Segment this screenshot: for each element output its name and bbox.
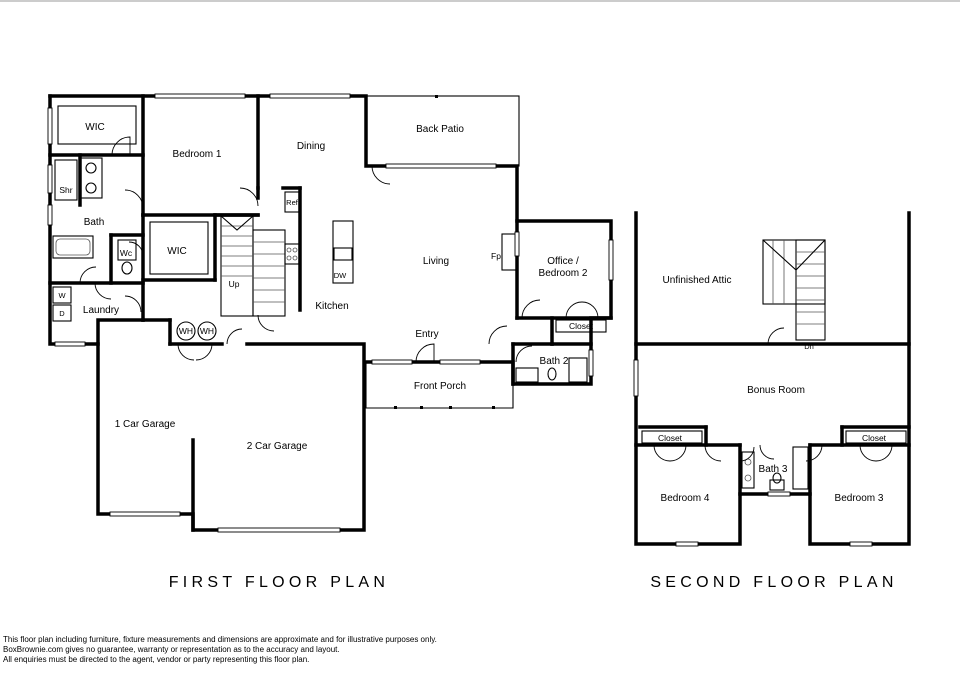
label-wic-mid: WIC: [167, 246, 186, 257]
label-dishwasher: DW: [334, 271, 347, 280]
disclaimer-line: BoxBrownie.com gives no guarantee, warra…: [3, 645, 340, 655]
label-laundry: Laundry: [83, 305, 119, 316]
first-floor-plan: WIC Bedroom 1 Dining Back Patio Shr Bath…: [47, 93, 614, 591]
label-1-car-garage: 1 Car Garage: [115, 419, 176, 430]
label-office: Office /: [547, 256, 579, 267]
disclaimer-line: This floor plan including furniture, fix…: [3, 635, 437, 644]
label-bedroom-2: Bedroom 2: [539, 268, 588, 279]
label-front-porch: Front Porch: [414, 381, 466, 392]
label-back-patio: Back Patio: [416, 124, 464, 135]
second-floor-plan: Unfinished Attic Dn Bonus Room Closet Cl…: [633, 211, 911, 591]
label-dryer: D: [59, 309, 65, 318]
first-floor-title: FIRST FLOOR PLAN: [169, 574, 390, 591]
label-bath-3: Bath 3: [759, 464, 788, 475]
label-bath: Bath: [84, 217, 105, 228]
label-water-heater-1: WH: [179, 326, 193, 336]
label-wic-top: WIC: [85, 122, 104, 133]
label-living: Living: [423, 256, 449, 267]
label-bedroom-4: Bedroom 4: [661, 493, 710, 504]
label-dining: Dining: [297, 141, 325, 152]
label-bath-2: Bath 2: [540, 356, 569, 367]
label-closet-right: Closet: [862, 433, 887, 443]
label-closet-left: Closet: [658, 433, 683, 443]
label-shower: Shr: [59, 185, 72, 195]
label-wc: Wc: [120, 248, 133, 258]
label-bedroom-3: Bedroom 3: [835, 493, 884, 504]
second-floor-title: SECOND FLOOR PLAN: [650, 574, 897, 591]
label-closet-office: Closet: [569, 321, 594, 331]
label-entry: Entry: [415, 329, 438, 340]
disclaimer-line: All enquiries must be directed to the ag…: [3, 655, 310, 665]
disclaimer: This floor plan including furniture, fix…: [3, 635, 437, 666]
label-unfinished-attic: Unfinished Attic: [663, 275, 732, 286]
label-water-heater-2: WH: [200, 326, 214, 336]
label-kitchen: Kitchen: [315, 301, 348, 312]
label-2-car-garage: 2 Car Garage: [247, 441, 308, 452]
label-bedroom-1: Bedroom 1: [173, 149, 222, 160]
label-bonus-room: Bonus Room: [747, 385, 805, 396]
label-fireplace: Fp: [491, 251, 501, 261]
label-stairs-up: Up: [229, 279, 240, 289]
label-stairs-down: Dn: [804, 342, 814, 351]
label-washer: W: [58, 291, 66, 300]
label-ref: Ref: [286, 198, 299, 207]
